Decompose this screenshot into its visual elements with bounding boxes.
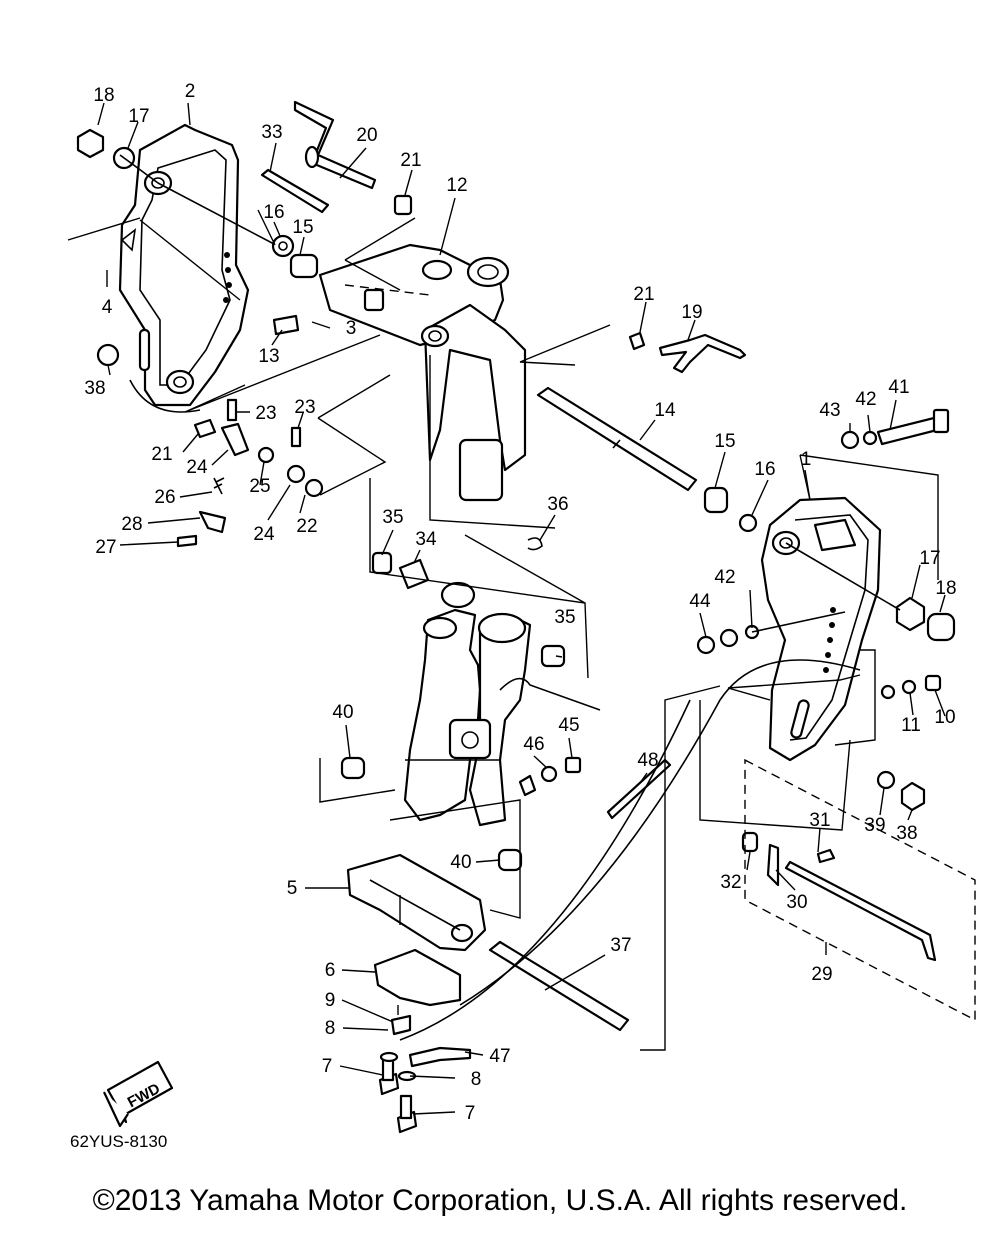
callout-22: 22	[296, 516, 317, 537]
callout-33: 33	[261, 122, 282, 143]
callout-42: 42	[714, 567, 735, 588]
callout-40: 40	[450, 852, 471, 873]
callout-13: 13	[258, 346, 279, 367]
fwd-arrow-icon: FWD	[103, 1060, 174, 1128]
lower-mount-5	[346, 853, 487, 952]
callout-35: 35	[382, 507, 403, 528]
callout-28: 28	[121, 514, 142, 535]
callout-15: 15	[714, 431, 735, 452]
callout-25: 25	[249, 476, 270, 497]
callout-7: 7	[465, 1103, 476, 1124]
callout-41: 41	[888, 377, 909, 398]
callout-38: 38	[84, 378, 105, 399]
callout-31: 31	[809, 810, 830, 831]
callout-5: 5	[287, 878, 298, 899]
hardware	[76, 128, 956, 1134]
callout-4: 4	[102, 297, 113, 318]
callout-24: 24	[186, 457, 208, 478]
callout-37: 37	[610, 935, 631, 956]
callout-38: 38	[896, 823, 917, 844]
tilt-lever-upper	[293, 100, 377, 190]
leader-lines	[67, 102, 976, 1115]
callout-23: 23	[255, 403, 276, 424]
callout-34: 34	[415, 529, 437, 550]
callout-2: 2	[185, 81, 196, 102]
tilt-tube	[536, 386, 698, 492]
callout-45: 45	[558, 715, 579, 736]
callout-35: 35	[554, 607, 575, 628]
drawing-code: 62YUS-8130	[70, 1132, 167, 1151]
callout-labels: 2 18 17 33 20 21 12 16 15 4 3 13 38 21 1…	[84, 81, 956, 1124]
callout-46: 46	[523, 734, 544, 755]
swivel-bracket	[318, 243, 527, 502]
callout-10: 10	[934, 707, 955, 728]
clamp-bracket-left	[118, 123, 250, 407]
callout-6: 6	[325, 960, 336, 981]
callout-23: 23	[294, 397, 315, 418]
callout-17: 17	[919, 548, 940, 569]
callout-26: 26	[154, 487, 175, 508]
power-trim-tilt-unit	[403, 581, 601, 827]
tilt-lever-lower	[658, 333, 747, 374]
callout-21: 21	[633, 284, 654, 305]
callout-20: 20	[356, 125, 377, 146]
callout-21: 21	[400, 150, 421, 171]
callout-40: 40	[332, 702, 353, 723]
callout-3: 3	[346, 318, 357, 339]
callout-8: 8	[471, 1069, 482, 1090]
callout-7: 7	[322, 1056, 333, 1077]
callout-44: 44	[689, 591, 711, 612]
callout-48: 48	[637, 750, 658, 771]
lower-tube	[488, 940, 630, 1032]
callout-16: 16	[263, 202, 284, 223]
callout-24: 24	[253, 524, 275, 545]
callout-32: 32	[720, 872, 741, 893]
callout-47: 47	[489, 1046, 510, 1067]
callout-18: 18	[93, 85, 114, 106]
callout-14: 14	[654, 400, 676, 421]
callout-27: 27	[95, 537, 116, 558]
callout-15: 15	[292, 217, 313, 238]
callout-12: 12	[446, 175, 467, 196]
callout-16: 16	[754, 459, 775, 480]
callout-1: 1	[801, 449, 812, 470]
callout-19: 19	[681, 302, 702, 323]
clamp-bracket-right	[760, 496, 882, 762]
callout-43: 43	[819, 400, 840, 421]
callout-29: 29	[811, 964, 832, 985]
lower-mount-6	[373, 948, 462, 1007]
copyright-notice: ©2013 Yamaha Motor Corporation, U.S.A. A…	[92, 1184, 908, 1217]
callout-9: 9	[325, 990, 336, 1011]
callout-39: 39	[864, 815, 885, 836]
callout-30: 30	[786, 892, 807, 913]
callout-42: 42	[855, 389, 876, 410]
callout-18: 18	[935, 578, 956, 599]
callout-36: 36	[547, 494, 568, 515]
callout-11: 11	[901, 715, 921, 736]
callout-17: 17	[128, 106, 149, 127]
callout-21: 21	[151, 444, 172, 465]
callout-8: 8	[325, 1018, 336, 1039]
